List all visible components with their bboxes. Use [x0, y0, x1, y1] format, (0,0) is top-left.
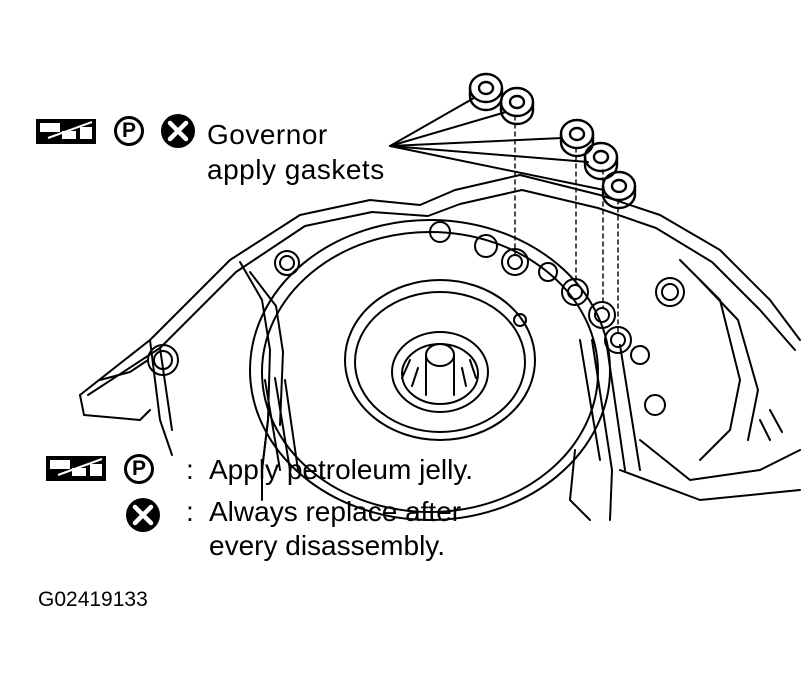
boss-left	[147, 344, 179, 376]
housing-inner-outline	[87, 189, 796, 396]
x-circle-icon	[161, 114, 195, 148]
legend-every-disassembly: every disassembly.	[209, 530, 446, 561]
port-2	[501, 248, 529, 276]
port-5	[604, 326, 632, 354]
legend-colon: :	[186, 454, 194, 485]
legend-colon: :	[186, 496, 194, 527]
brush-icon	[46, 456, 106, 481]
port-1	[474, 234, 498, 258]
legend-always-replace: Always replace after	[209, 496, 462, 527]
boss-right	[655, 277, 685, 307]
boss-upper-left	[274, 250, 300, 276]
housing-flange	[149, 339, 173, 456]
gasket-5	[601, 170, 637, 210]
boss-lower-right	[644, 394, 666, 416]
port-3	[561, 278, 589, 306]
callout-subtitle: apply gaskets	[207, 154, 385, 185]
port-4	[588, 301, 616, 329]
callout-title: Governor	[207, 119, 328, 150]
brush-icon	[36, 119, 96, 144]
shaft	[425, 343, 455, 367]
drum-hub	[391, 331, 489, 413]
gasket-4	[583, 141, 619, 181]
figure-id: G02419133	[38, 588, 148, 611]
legend-apply-petroleum-jelly: Apply petroleum jelly.	[209, 454, 474, 485]
gasket-2	[499, 86, 535, 126]
petroleum-jelly-icon: P	[124, 454, 154, 484]
x-circle-icon	[126, 498, 160, 532]
drum-mid	[344, 279, 536, 441]
housing-outline	[79, 174, 801, 396]
petroleum-jelly-icon: P	[114, 116, 144, 146]
gasket-1	[468, 72, 504, 112]
gasket-3	[559, 118, 595, 158]
